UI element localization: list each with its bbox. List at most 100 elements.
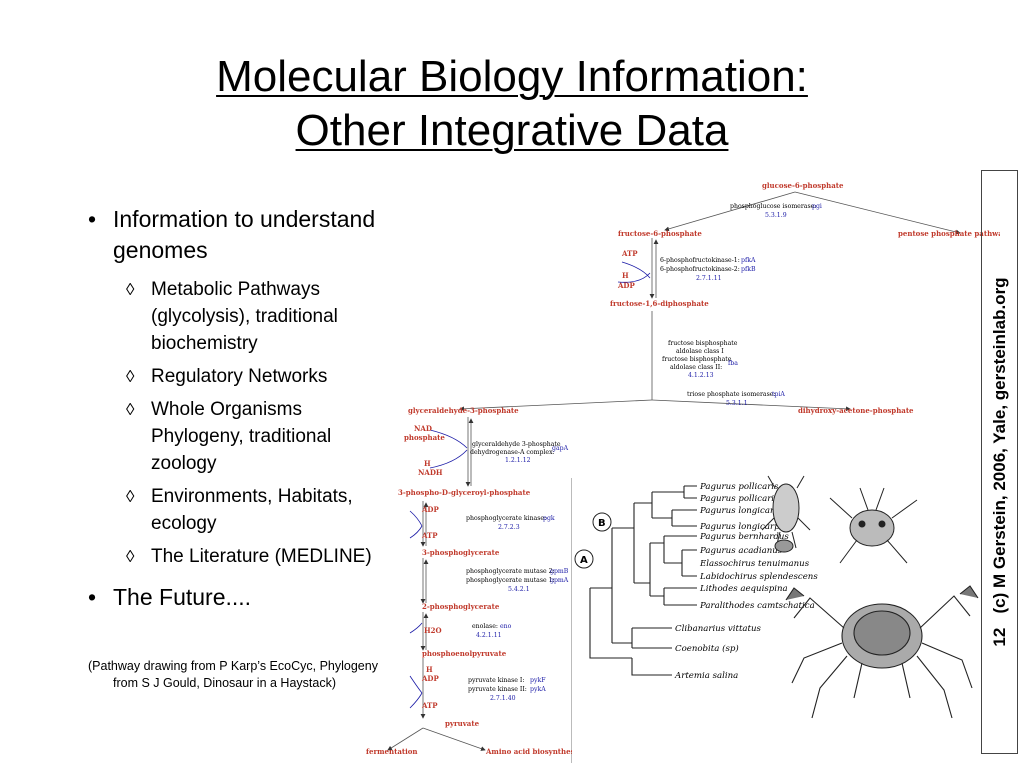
bullet-dot-icon: •	[88, 206, 97, 232]
pathway-arrow	[387, 727, 424, 751]
copyright-text: (c) M Gerstein, 2006, Yale, gersteinlab.…	[989, 277, 1009, 614]
enzyme-name: enolase:	[472, 623, 498, 630]
clade-marker-b	[592, 512, 612, 532]
enzyme-name: phosphoglycerate kinase:	[466, 515, 546, 522]
phylogeny-tree	[589, 485, 697, 676]
clade-marker-a	[574, 549, 594, 569]
gene-name: pfkA	[741, 257, 756, 264]
gene-name: pfkB	[741, 266, 756, 273]
enzyme-name: fructose bisphosphate	[662, 356, 732, 363]
title-line-1: Molecular Biology Information:	[216, 52, 808, 101]
molecule-label: ADP	[421, 674, 440, 683]
molecule-label: ADP	[421, 505, 440, 514]
bullet-item: • Information to understand genomes	[88, 204, 398, 266]
sub-bullet-item: ◊ Environments, Habitats, ecology	[88, 483, 398, 537]
page-number: 12	[989, 627, 1009, 647]
bullet-list: •Information to understand genomes ◊Meta…	[88, 204, 398, 623]
king-crab-drawing-icon	[785, 585, 979, 719]
molecule-label: ATP	[621, 249, 638, 258]
molecule-label: fermentation	[366, 747, 418, 756]
molecule-label: pyruvate	[445, 719, 480, 728]
diamond-icon: ◊	[126, 400, 135, 419]
enzyme-name: dehydrogenase-A complex:	[470, 449, 555, 456]
molecule-label: fructose-6-phosphate	[618, 229, 702, 238]
gene-name: gapA	[552, 445, 569, 452]
diamond-icon: ◊	[126, 367, 135, 386]
tree-branch	[631, 658, 672, 676]
cofactor-arc	[409, 622, 423, 634]
gene-name: pykA	[530, 686, 546, 693]
molecule-label: dihydroxy-acetone-phosphate	[798, 406, 914, 415]
sub-bullet-item: ◊Regulatory Networks	[88, 363, 398, 390]
molecule-label: phosphoenolpyruvate	[422, 649, 507, 658]
gene-name: fba	[728, 360, 738, 367]
enzyme-name: triose phosphate isomerase:	[687, 391, 776, 398]
title-line-2: Other Integrative Data	[295, 106, 729, 155]
molecule-label: Amino acid biosynthesis	[485, 747, 581, 756]
gene-name: pykF	[530, 677, 546, 684]
pathway-arrow	[664, 191, 796, 232]
sub-bullet-text: The Literature (MEDLINE)	[151, 546, 372, 567]
pathway-arrow	[794, 191, 961, 235]
tree-branch	[649, 542, 664, 597]
tree-branch	[671, 509, 697, 527]
cofactor-arc	[621, 261, 651, 279]
molecule-label: 2-phosphoglycerate	[422, 602, 500, 611]
species-label: Pagurus pollicaris	[699, 494, 779, 504]
ec-number: 1.2.1.12	[505, 457, 531, 464]
ec-number: 5.4.2.1	[508, 586, 530, 593]
species-label: Labidochirus splendescens	[699, 572, 818, 582]
molecule-label: NAD	[414, 424, 432, 433]
sidebar-text: 12 (c) M Gerstein, 2006, Yale, gersteinl…	[990, 277, 1010, 646]
species-label: Lithodes aequispina	[699, 584, 788, 594]
caption-line-2: from S J Gould, Dinosaur in a Haystack)	[113, 676, 336, 690]
molecule-label: NADH	[418, 468, 443, 477]
species-label: Artemia salina	[674, 671, 738, 681]
species-label: Pagurus longicarpus	[699, 522, 790, 532]
cofactor-arc	[617, 272, 651, 283]
ec-number: 5.3.1.9	[765, 212, 787, 219]
caption-line-1: (Pathway drawing from P Karp’s EcoCyc, P…	[88, 659, 378, 673]
clade-label: B	[598, 518, 606, 529]
gene-name: gpmB	[550, 568, 569, 575]
molecule-label: ATP	[421, 531, 438, 540]
species-label: Pagurus longicarpus	[699, 506, 790, 516]
tree-branch	[611, 527, 634, 644]
ec-number: 2.7.2.3	[498, 524, 520, 531]
species-label: Paralithodes camtschatica	[699, 601, 815, 611]
shrimp-drawing-icon	[761, 475, 811, 553]
species-label: Clibanarius vittatus	[675, 624, 762, 634]
species-label: Elassochirus tenuimanus	[699, 559, 810, 569]
sub-bullet-text: Environments, Habitats, ecology	[151, 486, 353, 534]
gene-name: eno	[500, 623, 512, 630]
molecule-label: H	[426, 665, 433, 674]
tree-branch	[589, 588, 632, 659]
enzyme-name: pyruvate kinase II:	[468, 686, 527, 693]
diamond-icon: ◊	[126, 547, 135, 566]
sub-bullet-text: Whole Organisms Phylogeny, traditional z…	[151, 399, 332, 474]
clade-label: A	[580, 555, 588, 566]
cofactor-arc	[409, 525, 423, 539]
molecule-label: ATP	[421, 701, 438, 710]
enzyme-name: 6-phosphofructokinase-2:	[660, 266, 740, 273]
enzyme-name: pyruvate kinase I:	[468, 677, 524, 684]
ec-number: 2.7.1.11	[696, 275, 722, 282]
enzyme-name: phosphoglycerate mutase 1:	[466, 577, 555, 584]
molecule-label: 3-phospho-D-glyceroyl-phosphate	[398, 488, 531, 497]
diamond-icon: ◊	[126, 280, 135, 299]
sub-bullet-item: ◊ The Literature (MEDLINE)	[88, 543, 398, 570]
molecule-label: ADP	[617, 281, 636, 290]
cofactor-arc	[409, 692, 423, 709]
ec-number: 2.7.1.40	[490, 695, 516, 702]
diamond-icon: ◊	[126, 487, 135, 506]
enzyme-name: phosphoglucose isomerase:	[730, 203, 816, 210]
bullet-text: Information to understand genomes	[113, 206, 376, 263]
ec-number: 5.3.1.1	[726, 400, 748, 407]
figure-caption: (Pathway drawing from P Karp’s EcoCyc, P…	[88, 658, 388, 692]
ec-number: 4.2.1.11	[476, 632, 502, 639]
tree-branch	[663, 535, 697, 564]
tree-branch	[683, 485, 697, 499]
glycolysis-pathway-diagram: glucose-6-phosphate fructose-6-phosphate…	[366, 181, 1000, 763]
gene-name: tpiA	[772, 391, 785, 398]
molecule-label: fructose-1,6-diphosphate	[610, 299, 709, 308]
